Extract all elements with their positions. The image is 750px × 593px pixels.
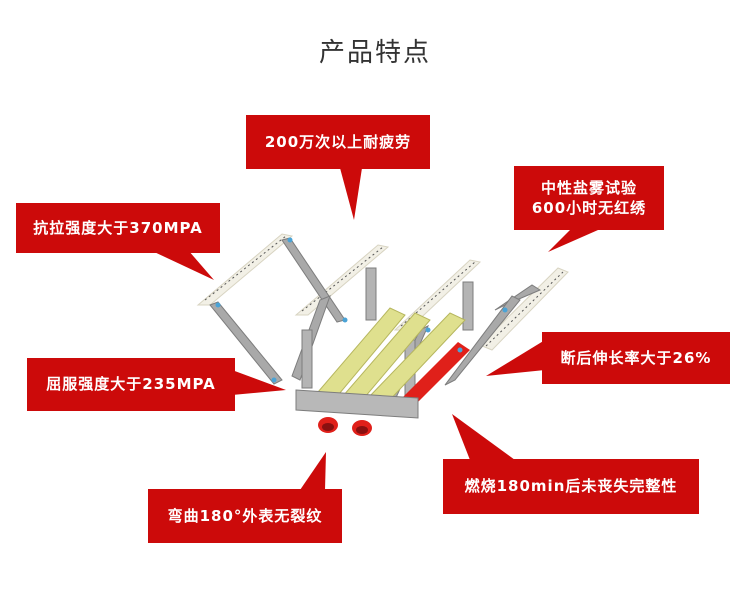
callout-fatigue: 200万次以上耐疲劳 xyxy=(246,115,430,169)
callout-yield: 屈服强度大于235MPA xyxy=(27,358,235,411)
callout-bend: 弯曲180°外表无裂纹 xyxy=(148,489,342,543)
callout-elongation-text: 断后伸长率大于26% xyxy=(560,348,712,367)
callout-fatigue-text: 200万次以上耐疲劳 xyxy=(264,132,412,151)
callout-elongation: 断后伸长率大于26% xyxy=(542,332,730,384)
yellow-pipes xyxy=(317,307,466,407)
callout-yield-text: 屈服强度大于235MPA xyxy=(46,375,216,394)
callout-salt-spray: 中性盐雾试验 600小时无红绣 xyxy=(514,166,664,230)
page-title: 产品特点 xyxy=(318,38,431,68)
bolts xyxy=(215,237,508,383)
red-pipe-long xyxy=(400,342,470,408)
callout-tensile-text: 抗拉强度大于370MPA xyxy=(33,218,203,237)
callout-fire: 燃烧180min后未丧失完整性 xyxy=(443,459,699,514)
callout-salt-spray-line1: 中性盐雾试验 xyxy=(540,178,637,197)
base-cross-beam xyxy=(295,389,419,419)
callout-tensile: 抗拉强度大于370MPA xyxy=(16,203,220,253)
callout-bend-text: 弯曲180°外表无裂纹 xyxy=(167,506,323,525)
callout-fire-text: 燃烧180min后未丧失完整性 xyxy=(464,477,678,496)
top-rail-left xyxy=(196,233,294,306)
top-rail-middle xyxy=(294,244,390,316)
callout-salt-spray-line2: 600小时无红绣 xyxy=(531,199,647,217)
